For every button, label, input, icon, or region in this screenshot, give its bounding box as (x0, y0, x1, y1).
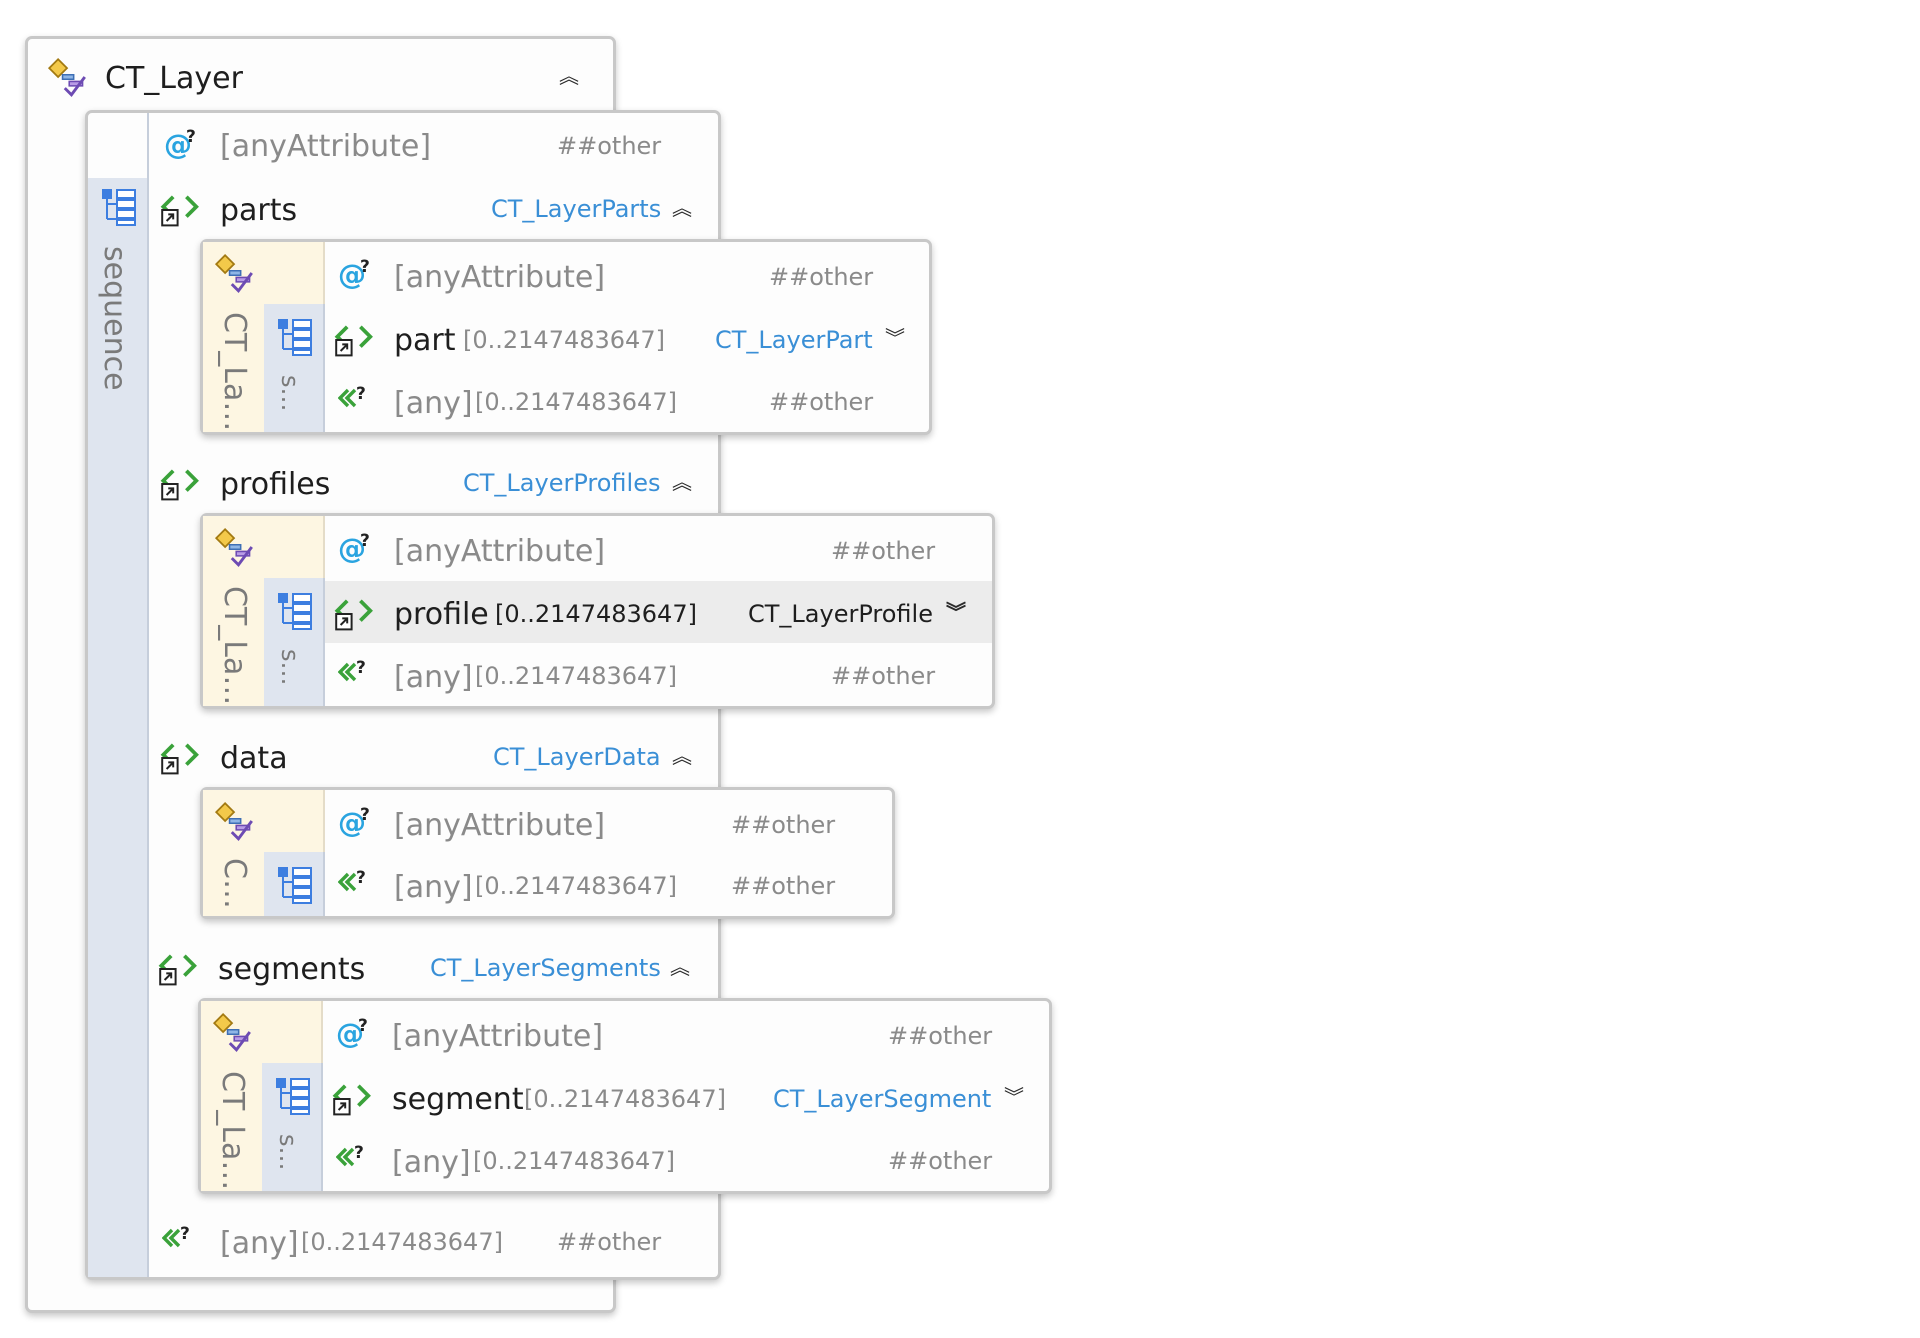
expand-chevron-icon[interactable]: ︾ (946, 600, 966, 624)
any-element-occurs: [0..2147483647] (475, 662, 677, 690)
element-reference-icon (158, 949, 202, 989)
any-element-icon (336, 1141, 372, 1177)
any-element-namespace: ##other (769, 388, 874, 416)
element-part-name[interactable]: part (394, 323, 456, 358)
complex-type-icon (214, 801, 254, 841)
element-part-type[interactable]: CT_LayerPart (715, 326, 873, 354)
any-element-occurs: [0..2147483647] (473, 1147, 675, 1175)
any-element-namespace: ##other (831, 662, 936, 690)
sequence-strip[interactable] (88, 178, 149, 1277)
complex-type-icon (214, 527, 254, 567)
sequence-icon (100, 186, 140, 226)
sequence-icon (276, 590, 316, 630)
any-attribute-label[interactable]: [anyAttribute] (220, 129, 432, 164)
sequence-label: sequence (97, 246, 132, 391)
collapse-chevron-icon[interactable]: ︽ (559, 64, 579, 88)
collapse-chevron-icon[interactable]: ︽ (670, 955, 690, 979)
any-attribute-namespace: ##other (731, 811, 836, 839)
sequence-label: s… (276, 375, 304, 412)
sequence-label: s… (274, 1134, 302, 1171)
element-segment-name[interactable]: segment (392, 1082, 524, 1117)
collapse-chevron-icon[interactable]: ︽ (672, 744, 692, 768)
ct-layerdata-box (200, 787, 895, 919)
element-part-occurs: [0..2147483647] (463, 326, 665, 354)
element-profile-name[interactable]: profile (394, 597, 489, 632)
any-element-label[interactable]: [any] (394, 660, 473, 695)
any-element-icon (338, 656, 374, 692)
complex-type-label: C… (217, 858, 252, 909)
complex-type-label: CT_La… (215, 1071, 250, 1191)
collapse-chevron-icon[interactable]: ︽ (672, 470, 692, 494)
collapse-chevron-icon[interactable]: ︽ (672, 196, 692, 220)
expand-chevron-icon[interactable]: ︾ (1004, 1085, 1024, 1109)
element-reference-icon (334, 594, 378, 634)
sequence-label: s… (276, 649, 304, 686)
any-attribute-icon (338, 530, 374, 566)
element-reference-icon (334, 320, 378, 360)
element-parts-type[interactable]: CT_LayerParts (491, 195, 662, 223)
any-element-namespace: ##other (557, 1228, 662, 1256)
element-profile-type[interactable]: CT_LayerProfile (748, 600, 933, 628)
expand-chevron-icon[interactable]: ︾ (885, 326, 905, 350)
complex-type-label: CT_La… (217, 312, 252, 432)
selected-row-highlight (325, 581, 992, 643)
element-data-type[interactable]: CT_LayerData (493, 743, 661, 771)
any-element-namespace: ##other (731, 872, 836, 900)
any-element-label[interactable]: [any] (394, 870, 473, 905)
element-reference-icon (160, 464, 204, 504)
root-type-name: CT_Layer (105, 61, 243, 96)
sequence-icon (274, 1075, 314, 1115)
any-attribute-namespace: ##other (769, 263, 874, 291)
element-reference-icon (160, 190, 204, 230)
ct-layerparts-box (200, 239, 932, 435)
any-element-occurs: [0..2147483647] (475, 388, 677, 416)
any-attribute-label[interactable]: [anyAttribute] (394, 534, 606, 569)
element-segment-type[interactable]: CT_LayerSegment (773, 1085, 992, 1113)
any-element-icon (162, 1222, 198, 1258)
complex-type-icon (214, 253, 254, 293)
any-element-occurs: [0..2147483647] (475, 872, 677, 900)
any-attribute-label[interactable]: [anyAttribute] (392, 1019, 604, 1054)
any-attribute-icon (336, 1015, 372, 1051)
any-element-label[interactable]: [any] (220, 1226, 299, 1261)
any-element-label[interactable]: [any] (392, 1145, 471, 1180)
any-element-label[interactable]: [any] (394, 386, 473, 421)
element-profile-occurs: [0..2147483647] (495, 600, 697, 628)
element-profiles-name[interactable]: profiles (220, 467, 331, 502)
element-data-name[interactable]: data (220, 741, 288, 776)
sequence-icon (276, 316, 316, 356)
any-attribute-label[interactable]: [anyAttribute] (394, 808, 606, 843)
any-element-icon (338, 866, 374, 902)
sequence-top-blank (147, 113, 149, 1277)
element-parts-name[interactable]: parts (220, 193, 298, 228)
element-segments-type[interactable]: CT_LayerSegments (430, 954, 661, 982)
any-attribute-label[interactable]: [anyAttribute] (394, 260, 606, 295)
complex-type-label: CT_La… (217, 586, 252, 706)
element-reference-icon (332, 1079, 376, 1119)
element-reference-icon (160, 738, 204, 778)
complex-type-icon (47, 57, 87, 97)
any-element-namespace: ##other (888, 1147, 993, 1175)
element-segments-name[interactable]: segments (218, 952, 366, 987)
any-attribute-icon (164, 126, 200, 162)
any-attribute-namespace: ##other (888, 1022, 993, 1050)
element-profiles-type[interactable]: CT_LayerProfiles (463, 469, 661, 497)
any-attribute-namespace: ##other (831, 537, 936, 565)
element-segment-occurs: [0..2147483647] (524, 1085, 726, 1113)
any-attribute-icon (338, 804, 374, 840)
sequence-icon (276, 864, 316, 904)
any-attribute-namespace: ##other (557, 132, 662, 160)
any-attribute-icon (338, 256, 374, 292)
any-element-icon (338, 382, 374, 418)
complex-type-icon (212, 1012, 252, 1052)
any-element-occurs: [0..2147483647] (301, 1228, 503, 1256)
